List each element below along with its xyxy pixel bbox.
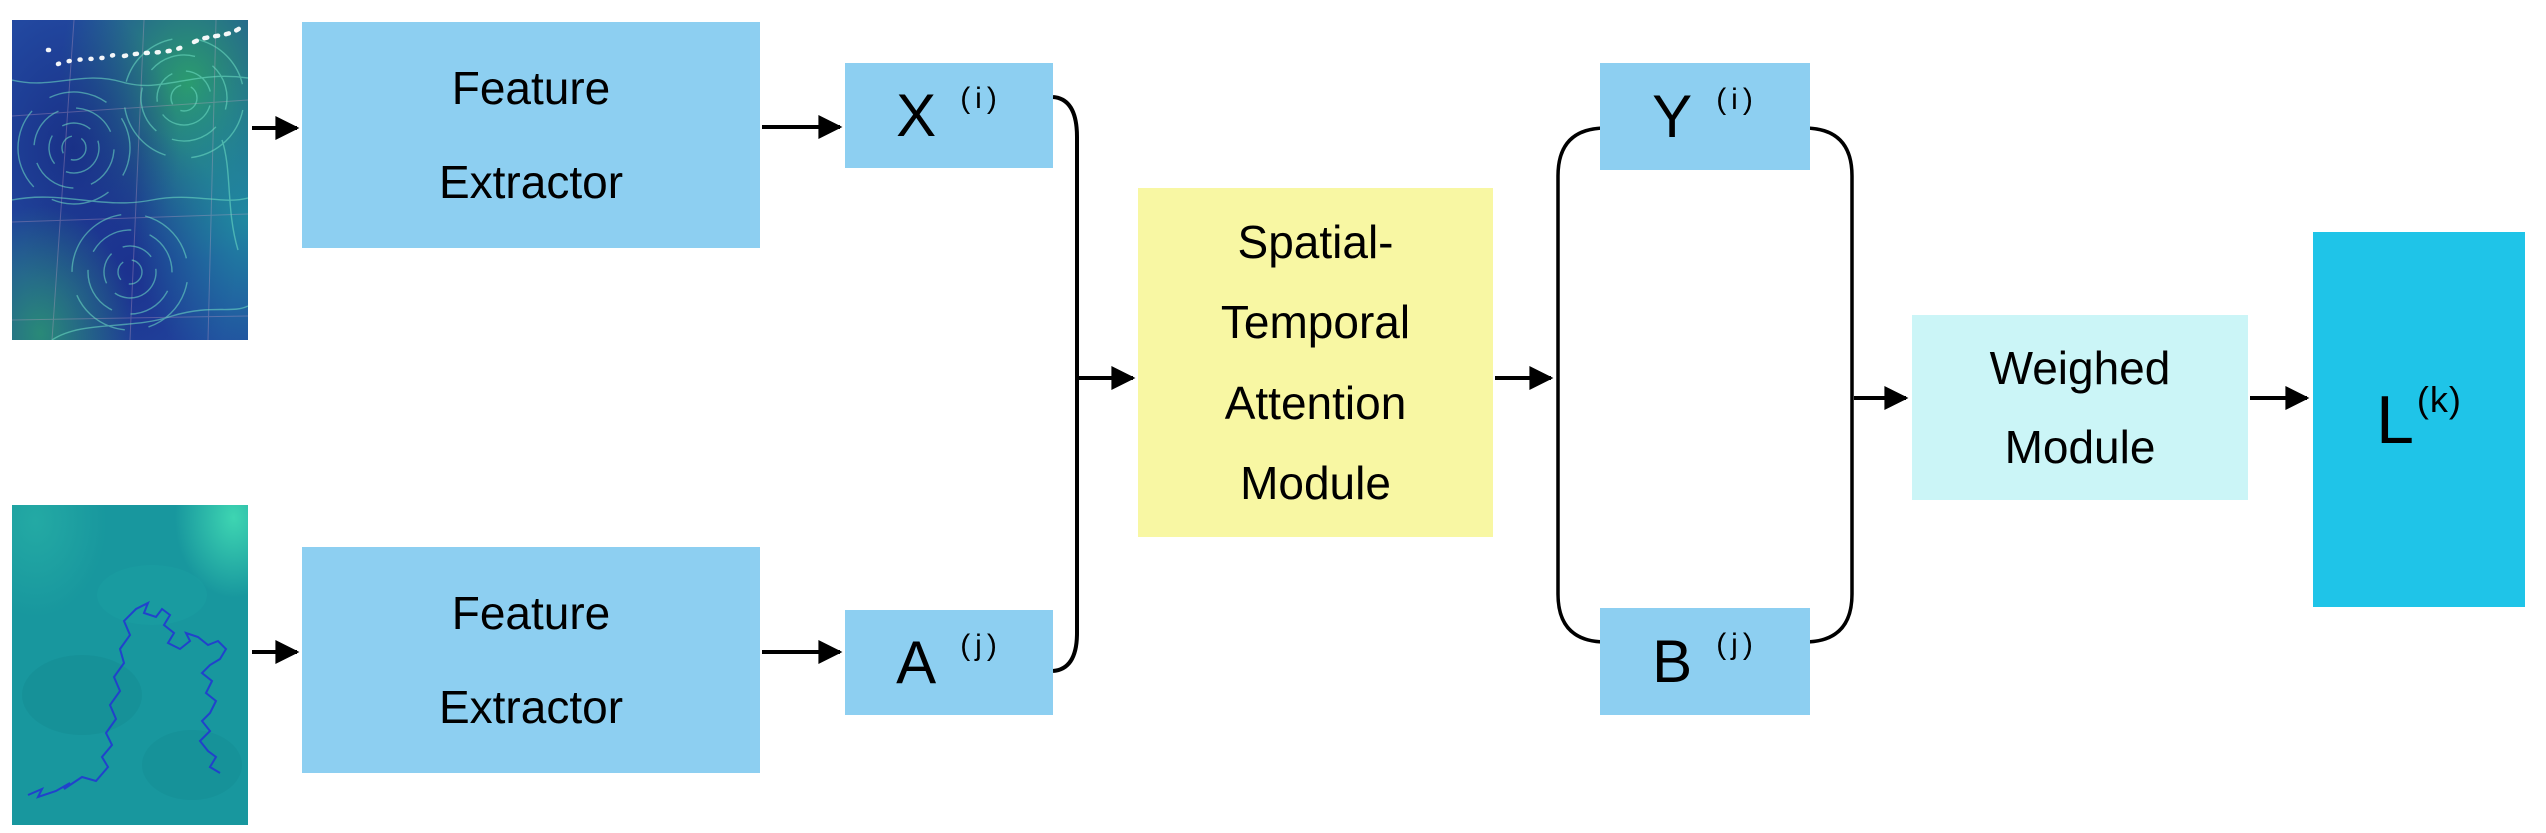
x-label: X bbox=[896, 82, 937, 149]
y-superscript: (i) bbox=[1716, 82, 1758, 116]
weighed-line1: Weighed bbox=[1989, 341, 2171, 394]
island-chain bbox=[45, 25, 243, 67]
feature-extractor-bottom-line1: Feature bbox=[451, 587, 611, 640]
feature-extractor-bottom-line2: Extractor bbox=[438, 680, 624, 733]
a-feature-box: A (j) bbox=[845, 610, 1053, 715]
a-label: A bbox=[896, 629, 937, 696]
feature-extractor-top-line2: Extractor bbox=[438, 155, 624, 208]
flow-field-image bbox=[12, 20, 248, 340]
b-feature-box: B (j) bbox=[1600, 608, 1810, 715]
l-superscript: (k) bbox=[2416, 378, 2462, 420]
feature-extractor-top-box: Feature Extractor bbox=[302, 22, 760, 248]
weighed-line2: Module bbox=[2004, 421, 2156, 474]
feature-extractor-bottom-box: Feature Extractor bbox=[302, 547, 760, 773]
l-label: L bbox=[2376, 381, 2414, 458]
weighed-module-box: Weighed Module bbox=[1912, 315, 2248, 500]
attention-line4: Module bbox=[1240, 457, 1391, 510]
b-superscript: (j) bbox=[1716, 627, 1758, 661]
attention-module-box: Spatial- Temporal Attention Module bbox=[1138, 188, 1493, 537]
split-bracket-right bbox=[1556, 126, 1854, 644]
attention-line3: Attention bbox=[1224, 376, 1407, 429]
trajectory-path bbox=[27, 600, 228, 799]
x-feature-box: X (i) bbox=[845, 63, 1053, 168]
b-label: B bbox=[1652, 628, 1693, 695]
output-l-box: L(k) bbox=[2313, 232, 2525, 607]
feature-extractor-top-line1: Feature bbox=[451, 62, 611, 115]
trajectory-image bbox=[12, 505, 248, 825]
x-superscript: (i) bbox=[960, 81, 1002, 115]
y-label: Y bbox=[1652, 83, 1693, 150]
y-feature-box: Y (i) bbox=[1600, 63, 1810, 170]
merge-bracket-left bbox=[1052, 95, 1079, 673]
attention-line2: Temporal bbox=[1220, 296, 1411, 349]
attention-line1: Spatial- bbox=[1237, 215, 1394, 268]
a-superscript: (j) bbox=[960, 628, 1002, 662]
graticule-lines bbox=[12, 20, 248, 340]
